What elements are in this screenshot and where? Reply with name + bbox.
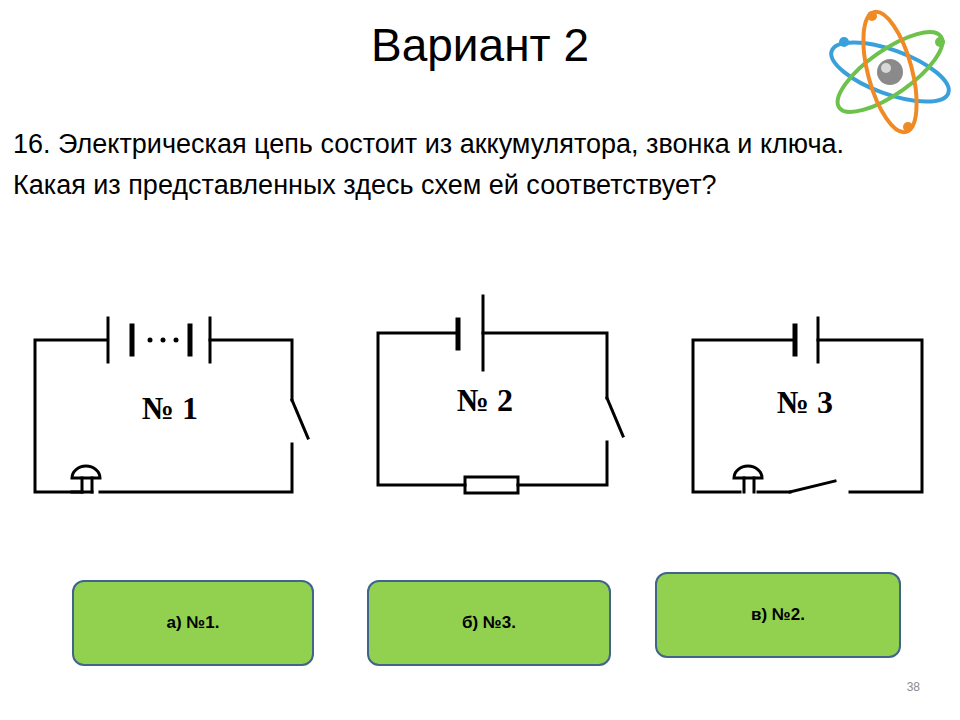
question-text: 16. Электрическая цепь состоит из аккуму… <box>13 124 913 206</box>
answer-text: а) №1. <box>167 613 220 633</box>
bell-symbol <box>734 466 762 478</box>
circuit-2 <box>378 296 623 493</box>
resistor-symbol <box>465 477 518 493</box>
circuit-number: № 1 <box>110 390 230 426</box>
answer-button: б) №3. <box>367 580 611 666</box>
circuit-number: № 2 <box>430 382 540 418</box>
circuit-number: № 3 <box>750 384 860 420</box>
answer-button: а) №1. <box>72 580 314 666</box>
switch-blade <box>607 398 623 436</box>
switch-blade <box>292 400 308 438</box>
circuit-1 <box>35 318 308 492</box>
bell-symbol <box>72 466 100 478</box>
answer-button: в) №2. <box>655 572 901 658</box>
switch-blade <box>790 481 835 492</box>
battery-dots <box>148 338 179 343</box>
answer-text: б) №3. <box>462 613 516 633</box>
slide-title: Вариант 2 <box>0 18 960 72</box>
atom-logo <box>824 6 956 137</box>
page-number: 38 <box>870 680 920 694</box>
circuit-3 <box>693 318 922 492</box>
answer-text: в) №2. <box>751 605 805 625</box>
